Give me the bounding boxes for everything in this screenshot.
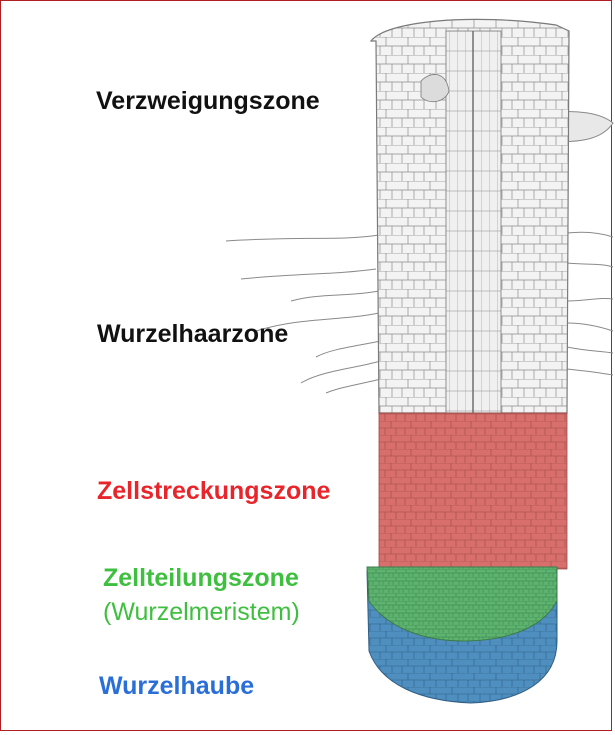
root-hairs-left <box>226 235 381 393</box>
label-zellteilungszone: Zellteilungszone <box>103 563 299 593</box>
label-zellstreckungszone: Zellstreckungszone <box>97 476 330 506</box>
label-wurzelmeristem: (Wurzelmeristem) <box>103 597 300 627</box>
label-wurzelhaarzone: Wurzelhaarzone <box>97 319 288 349</box>
label-verzweigungszone: Verzweigungszone <box>96 86 320 116</box>
elongation-zone-overlay <box>379 413 567 569</box>
root-hairs-right <box>567 232 613 375</box>
label-wurzelhaube: Wurzelhaube <box>99 671 254 701</box>
